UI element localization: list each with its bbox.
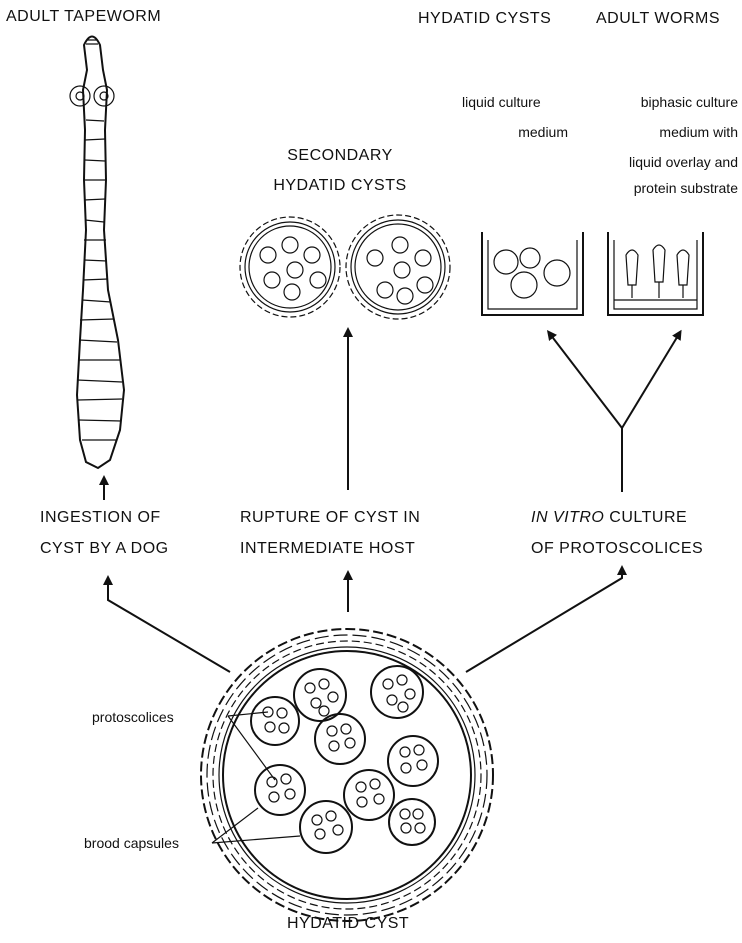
brood-capsule [251,697,299,745]
brood-capsule [300,801,352,853]
brood-capsule [371,666,423,718]
brood-capsule [388,736,438,786]
hydatid-cyst-drawing [201,629,493,921]
liquid-culture-container [482,232,583,315]
brood-capsule [255,765,305,815]
brood-capsule [344,770,394,820]
adult-tapeworm-drawing [70,37,124,469]
brood-capsule [315,714,365,764]
biphasic-culture-container [608,232,703,315]
secondary-cyst-left [240,217,340,317]
brood-capsule [389,799,435,845]
secondary-cyst-right [346,215,450,319]
brood-capsules-pointer-2 [212,836,300,843]
